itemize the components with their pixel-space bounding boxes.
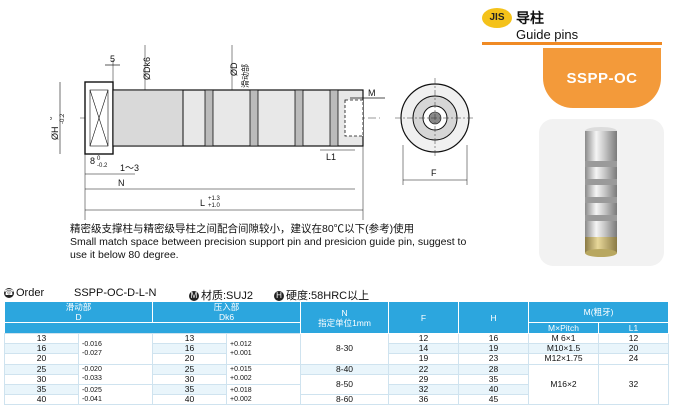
product-code-badge: SSPP-OC bbox=[543, 48, 661, 108]
dim-8-tol-top: 0 bbox=[97, 156, 101, 162]
header-title-cn: 导柱 bbox=[516, 10, 544, 26]
series-header: JIS 导柱 Guide pins bbox=[482, 6, 662, 45]
d-tolerance: -0.016 -0.027 bbox=[77, 333, 154, 365]
dk-tolerance: +0.015 +0.002 bbox=[226, 363, 302, 385]
col-h: H bbox=[458, 301, 530, 334]
table-row: 13 -0.016 -0.027 13 +0.012 +0.001 8-30 1… bbox=[4, 332, 670, 365]
dim-h-tol-top: 0 bbox=[50, 116, 54, 120]
dim-5: 5 bbox=[110, 54, 115, 64]
n-range: 8-30 bbox=[300, 333, 390, 365]
dim-d-cn: 滑动部 bbox=[240, 64, 250, 88]
order-label: Order bbox=[16, 287, 45, 299]
description: 精密级支撑柱与精密级导柱之间配合间隙较小，建议在80℃以下(参考)使用 Smal… bbox=[70, 223, 500, 262]
header-title-en: Guide pins bbox=[516, 27, 579, 42]
col-m-pitch: M×Pitch bbox=[528, 322, 600, 334]
dk-tolerance: +0.018 +0.002 bbox=[226, 383, 302, 406]
dim-l-tol-top: +1.3 bbox=[208, 196, 221, 202]
dim-d: ØD bbox=[229, 62, 239, 76]
col-f: F bbox=[388, 301, 460, 334]
col-m: M(粗牙) bbox=[528, 301, 670, 323]
n-range: 8-40 bbox=[300, 363, 390, 375]
col-l1: L1 bbox=[598, 322, 670, 334]
phone-icon: ☎ bbox=[4, 288, 14, 299]
dim-n: N bbox=[118, 178, 125, 188]
material: 材质:SUJ2 bbox=[201, 290, 253, 302]
dim-1-3: 1～3 bbox=[120, 163, 139, 173]
pin-head bbox=[84, 81, 114, 155]
table-row: 25 -0.020 -0.033 25 +0.015 +0.002 8-40 2… bbox=[4, 363, 670, 406]
technical-drawing: M 5 ØDk6 ØD 滑动部 ØH 0 -0.2 8 0 -0.2 1～3 N… bbox=[48, 40, 534, 220]
description-cn: 精密级支撑柱与精密级导柱之间配合间隙较小，建议在80℃以下(参考)使用 bbox=[70, 223, 415, 235]
hardness: 硬度:58HRC以上 bbox=[286, 290, 370, 302]
d-tolerance: -0.020 -0.033 bbox=[77, 363, 154, 385]
n-range: 8-60 bbox=[300, 394, 390, 406]
dim-f: F bbox=[431, 168, 437, 178]
dim-dk: ØDk6 bbox=[142, 57, 152, 80]
dim-8: 8 bbox=[90, 156, 95, 166]
description-en-2: use it below 80 degree. bbox=[70, 249, 179, 261]
dim-h-tol-bot: -0.2 bbox=[60, 113, 66, 124]
d-tolerance: -0.025 -0.041 bbox=[77, 383, 154, 406]
guide-pin-image bbox=[585, 127, 617, 257]
product-code: SSPP-OC bbox=[566, 70, 638, 87]
dim-8-tol-bot: -0.2 bbox=[97, 163, 108, 169]
dim-h: ØH bbox=[50, 127, 60, 141]
dim-l-tol-bot: +1.0 bbox=[208, 203, 221, 209]
order-code: SSPP-OC-D-L-N bbox=[74, 287, 157, 299]
dim-l1: L1 bbox=[326, 152, 336, 162]
m-pitch-big: M16×2 bbox=[528, 363, 600, 406]
product-photo bbox=[539, 119, 664, 266]
hardness-icon: H bbox=[274, 291, 284, 302]
l1-big: 32 bbox=[598, 363, 670, 406]
dk-tolerance: +0.012 +0.001 bbox=[226, 333, 302, 365]
material-icon: M bbox=[189, 291, 199, 302]
dim-m: M bbox=[368, 88, 376, 98]
end-view: F bbox=[395, 78, 475, 185]
dim-l: L bbox=[200, 198, 205, 208]
jis-logo: JIS bbox=[482, 8, 512, 28]
n-range: 8-50 bbox=[300, 373, 390, 396]
description-en-1: Small match space between precision supp… bbox=[70, 236, 467, 248]
header-underline bbox=[482, 42, 662, 45]
